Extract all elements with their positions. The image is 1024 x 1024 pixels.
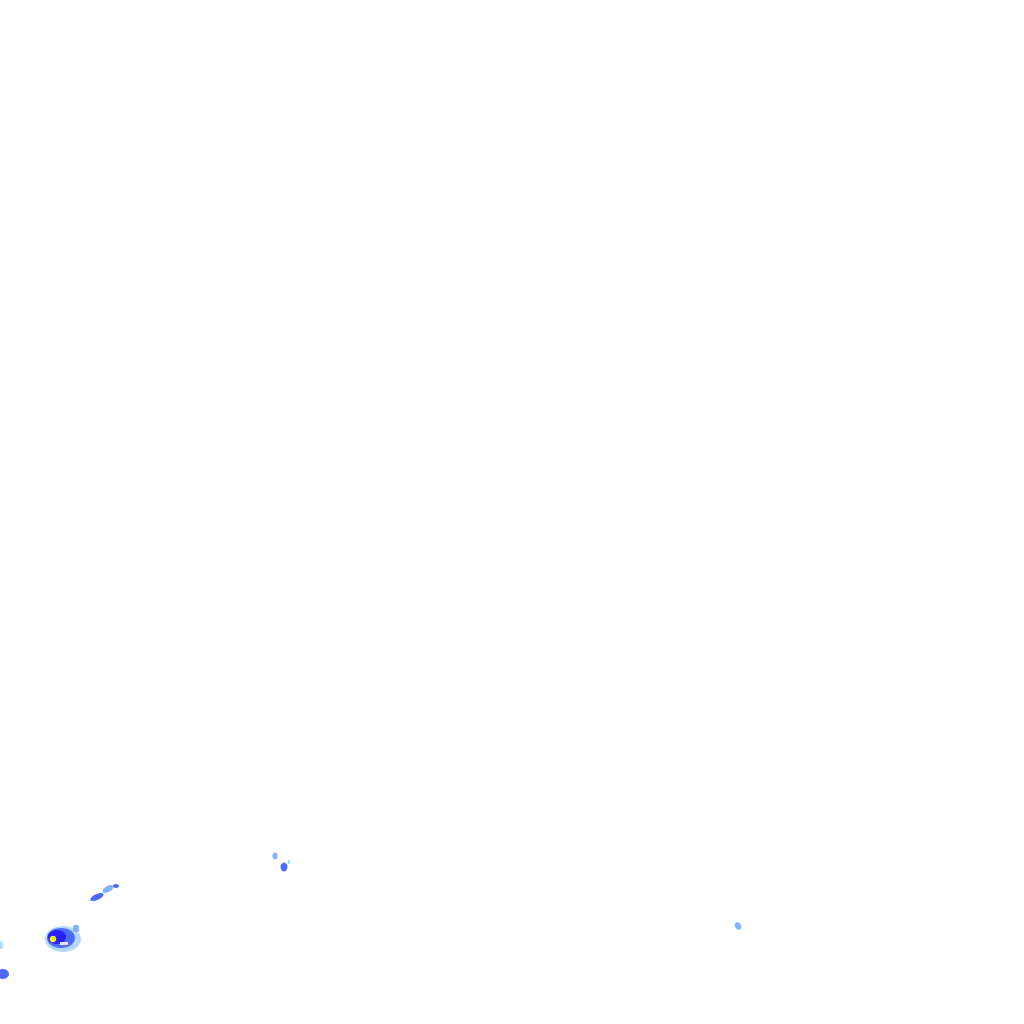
echo-main-streak [60, 942, 68, 945]
echo-edge-a [0, 969, 9, 979]
echo-east [734, 922, 742, 930]
echo-band-a [90, 892, 104, 902]
echo-band-northeast [90, 884, 119, 902]
echo-band-b [102, 885, 114, 893]
echo-small-a [272, 852, 278, 860]
echo-small-b [280, 862, 288, 872]
echo-small-c [287, 860, 291, 864]
echo-edge-b [0, 941, 3, 949]
echo-cluster-main [45, 925, 81, 952]
echo-left-edge [0, 941, 9, 979]
echo-main-tail [73, 925, 79, 932]
echo-main-peak [49, 935, 57, 943]
echo-east-a [734, 922, 742, 930]
echo-band-c [113, 884, 119, 888]
echo-small-center [272, 852, 291, 872]
